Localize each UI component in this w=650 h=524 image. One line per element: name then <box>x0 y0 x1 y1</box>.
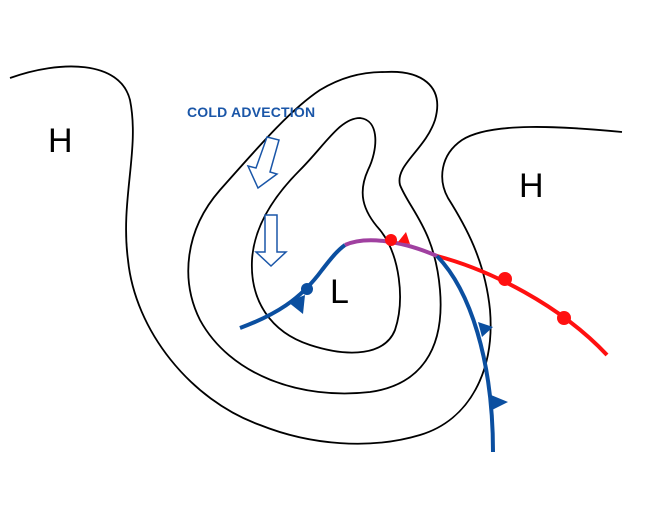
high-pressure-label-right: H <box>519 167 544 205</box>
cold-front-triangle-icon <box>478 322 493 337</box>
cold-front-east <box>435 254 495 453</box>
cold-advection-arrows <box>246 136 288 268</box>
cold-front-triangle-icon <box>491 395 508 410</box>
occluded-front <box>344 238 438 258</box>
isobar-middle <box>187 70 442 395</box>
warm-front-semicircle-icon <box>557 311 571 325</box>
warm-front <box>436 254 609 357</box>
low-pressure-label: L <box>330 273 349 311</box>
cold-front-west <box>239 243 347 330</box>
advection-arrow-icon <box>246 136 280 190</box>
cold-front-triangle-icon <box>288 295 305 314</box>
high-pressure-label-left: H <box>48 122 73 160</box>
occluded-triangle-icon <box>398 232 410 244</box>
isobar-outer <box>9 65 623 445</box>
cold-advection-label: COLD ADVECTION <box>187 104 316 120</box>
warm-front-semicircle-icon <box>385 234 397 246</box>
warm-front-semicircle-icon <box>498 272 512 286</box>
advection-arrow-icon <box>254 214 288 268</box>
isobar-inner <box>251 117 401 354</box>
occluded-semicircle-icon <box>301 283 313 295</box>
